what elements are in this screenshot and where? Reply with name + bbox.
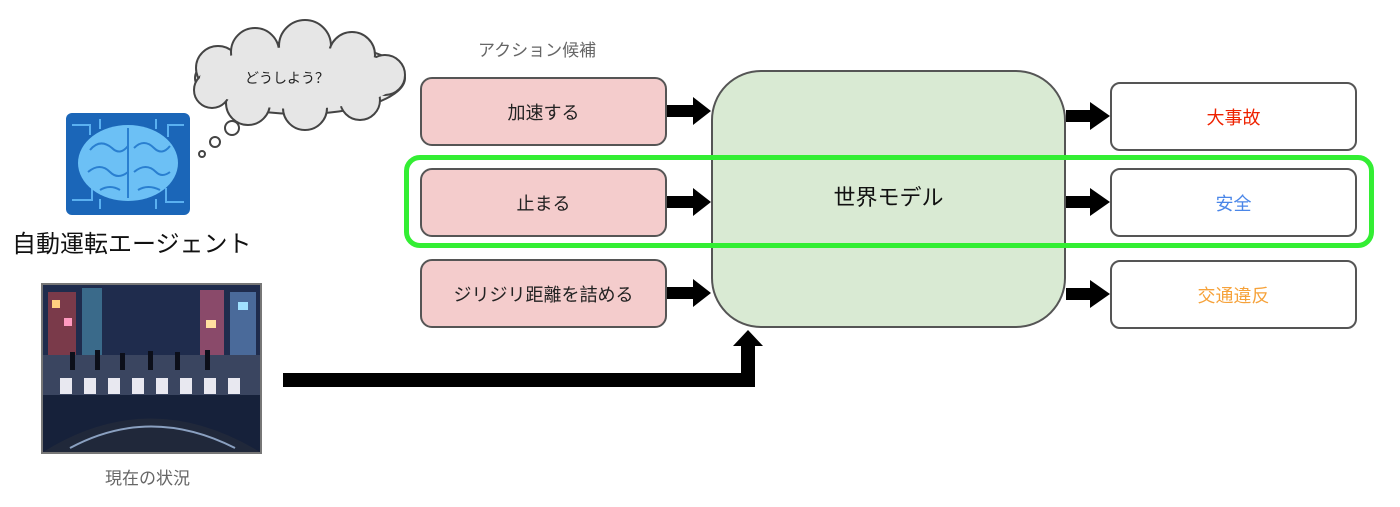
street-scene-image [41,283,262,454]
action-box-inch-forward: ジリジリ距離を詰める [420,259,667,328]
outcome-box-violation: 交通違反 [1110,260,1357,329]
action-box-stop: 止まる [420,168,667,237]
world-model-box: 世界モデル [711,70,1066,328]
arrow-action-3-to-world [667,279,711,307]
thought-cloud [193,19,406,158]
agent-label: 自動運転エージェント [12,230,252,258]
outcome-box-safe: 安全 [1110,168,1357,237]
thought-text: どうしよう？ [245,71,329,87]
arrow-world-to-outcome-1 [1066,102,1110,130]
arrow-world-to-outcome-3 [1066,280,1110,308]
scene-caption: 現在の状況 [105,469,190,489]
outcome-box-accident: 大事故 [1110,82,1357,151]
arrow-action-2-to-world [667,188,711,216]
arrow-world-to-outcome-2 [1066,188,1110,216]
arrow-action-1-to-world [667,97,711,125]
brain-chip-icon [66,113,190,215]
action-box-accelerate: 加速する [420,77,667,146]
scene-to-world-connector [283,330,763,387]
selected-path-highlight [404,155,1374,248]
actions-title: アクション候補 [478,41,597,61]
